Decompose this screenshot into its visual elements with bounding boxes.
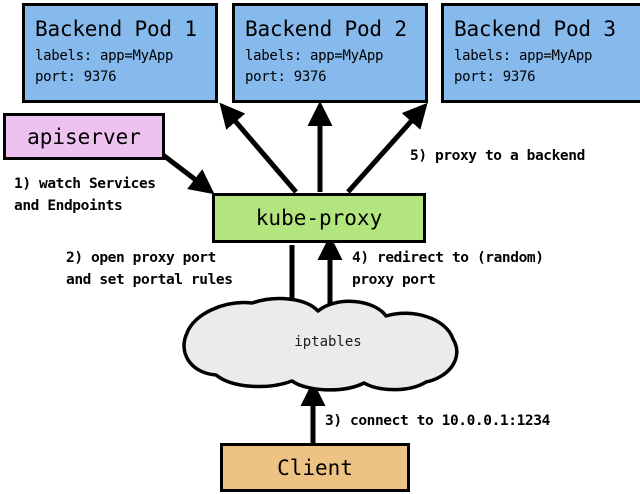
pod-title: Backend Pod 3 bbox=[454, 17, 616, 41]
backend-pod-1[interactable]: Backend Pod 1 labels: app=MyApp port: 93… bbox=[22, 3, 218, 103]
kube-proxy-node[interactable]: kube-proxy bbox=[212, 193, 426, 243]
pod-port-line: port: 9376 bbox=[245, 69, 327, 85]
apiserver-node[interactable]: apiserver bbox=[3, 113, 165, 160]
client-label: Client bbox=[277, 455, 353, 480]
arrow-kubeproxy-to-pod1 bbox=[219, 102, 298, 194]
pod-port-line: port: 9376 bbox=[35, 69, 117, 85]
step-2-label: 2) open proxy port and set portal rules bbox=[66, 250, 233, 288]
pod-title: Backend Pod 2 bbox=[245, 17, 407, 41]
backend-pod-2[interactable]: Backend Pod 2 labels: app=MyApp port: 93… bbox=[232, 3, 428, 103]
step-5-label: 5) proxy to a backend bbox=[410, 148, 585, 164]
iptables-label: iptables bbox=[294, 334, 362, 350]
step-4-label: 4) redirect to (random) proxy port bbox=[352, 250, 544, 288]
pod-labels-line: labels: app=MyApp bbox=[35, 48, 174, 64]
kube-proxy-label: kube-proxy bbox=[255, 206, 383, 230]
pod-details: labels: app=MyApp port: 9376 bbox=[245, 46, 417, 88]
client-node[interactable]: Client bbox=[220, 443, 410, 492]
step-3-label: 3) connect to 10.0.0.1:1234 bbox=[325, 413, 550, 429]
step-1-label: 1) watch Services and Endpoints bbox=[14, 176, 156, 214]
pod-labels-line: labels: app=MyApp bbox=[454, 48, 593, 64]
pod-title: Backend Pod 1 bbox=[35, 17, 197, 41]
pod-details: labels: app=MyApp port: 9376 bbox=[35, 46, 207, 88]
backend-pod-3[interactable]: Backend Pod 3 labels: app=MyApp port: 93… bbox=[441, 3, 640, 103]
pod-port-line: port: 9376 bbox=[454, 69, 536, 85]
pod-details: labels: app=MyApp port: 9376 bbox=[454, 46, 632, 88]
pod-labels-line: labels: app=MyApp bbox=[245, 48, 384, 64]
arrow-apiserver-to-kubeproxy bbox=[161, 153, 215, 195]
apiserver-label: apiserver bbox=[27, 124, 141, 149]
